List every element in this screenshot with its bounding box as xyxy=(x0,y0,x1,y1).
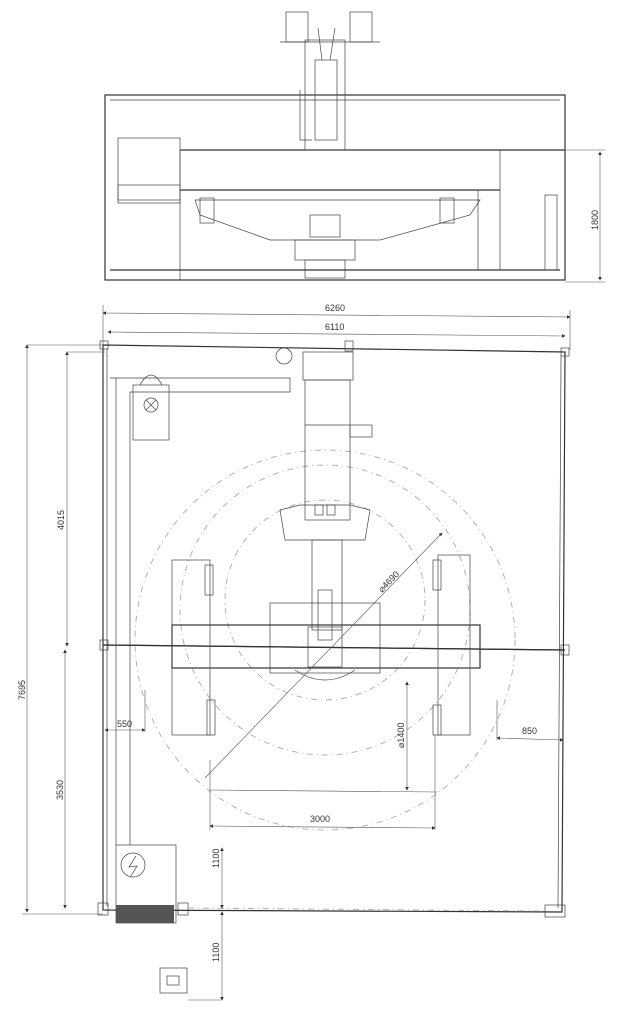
plan-view: 6260 6110 7695 4015 3530 xyxy=(17,303,571,1001)
high-voltage-icon xyxy=(120,852,146,878)
dim-1800: 1800 xyxy=(590,210,600,230)
column-boom xyxy=(110,374,291,845)
cabinet-vent xyxy=(116,905,174,923)
dim-550: 550 xyxy=(117,719,132,729)
positioner-beam xyxy=(102,554,566,736)
dim-1400: ⌀1400 xyxy=(396,723,406,748)
safety-fence xyxy=(97,340,570,918)
dim-850: 850 xyxy=(522,726,537,736)
control-cabinet-elevation xyxy=(117,137,181,201)
dim-1100-upper: 1100 xyxy=(211,849,221,868)
dim-4015: 4015 xyxy=(56,510,66,530)
dim-3530: 3530 xyxy=(55,780,65,800)
electrical-panel xyxy=(132,384,170,441)
dim-6110: 6110 xyxy=(325,322,344,332)
dim-4690: ⌀4690 xyxy=(376,569,401,594)
dim-1100-lower: 1100 xyxy=(211,943,221,962)
robot-elevation xyxy=(280,11,380,151)
dim-6260: 6260 xyxy=(325,303,345,313)
robot-carriage xyxy=(275,347,373,641)
operator-panel xyxy=(159,967,188,994)
dim-7695: 7695 xyxy=(17,680,27,700)
dim-3000: 3000 xyxy=(310,814,330,824)
elevation-view: 1800 xyxy=(104,11,605,283)
control-cabinet xyxy=(115,844,189,924)
working-envelope xyxy=(134,449,516,831)
